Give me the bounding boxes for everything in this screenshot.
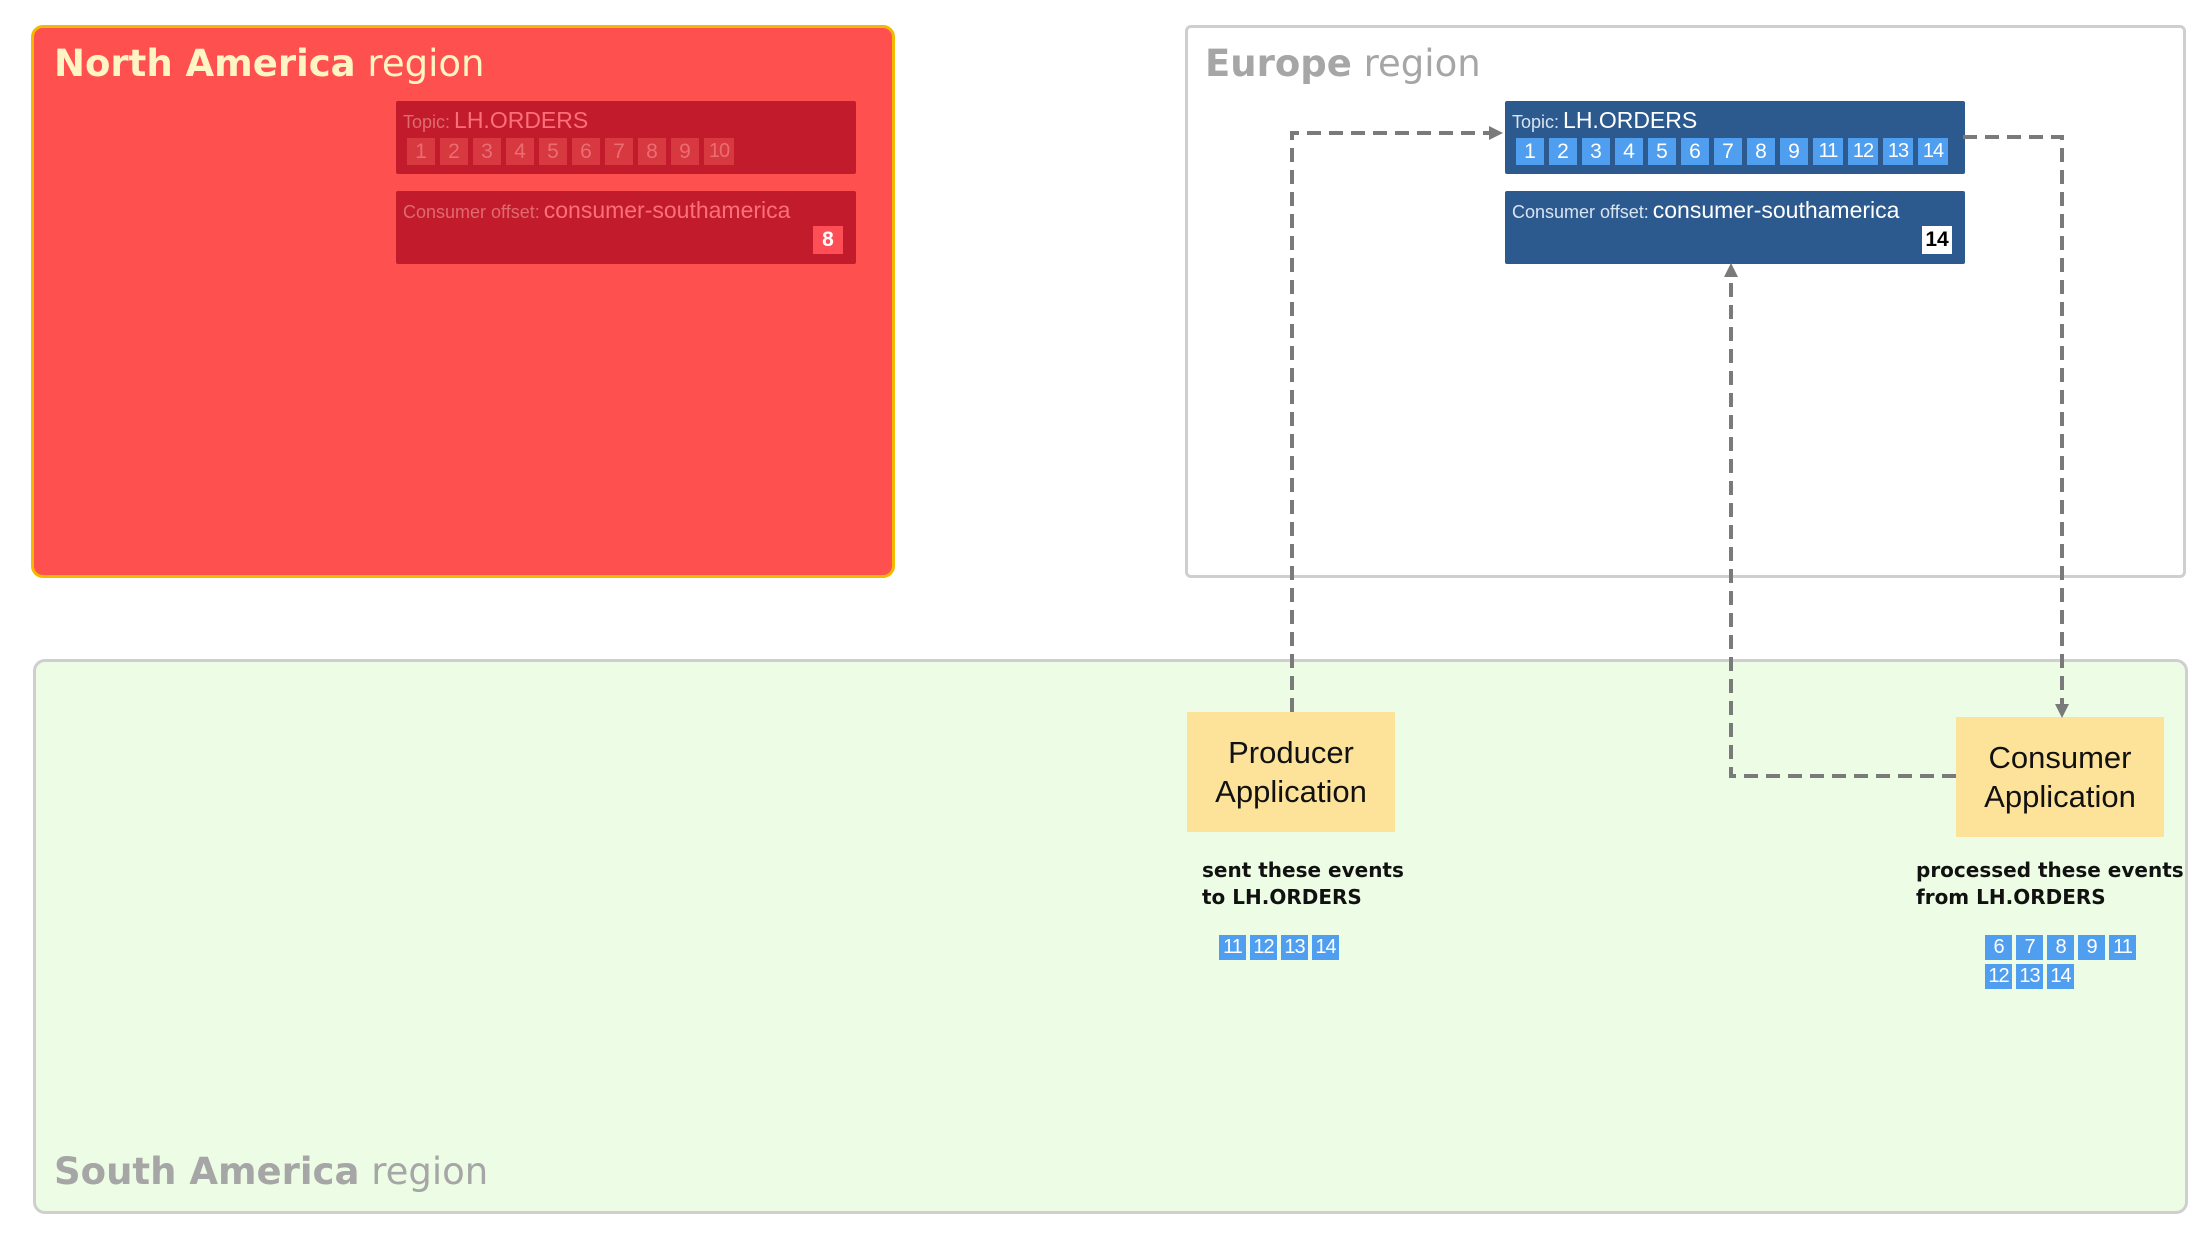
event-cell: 3 [473,138,501,165]
event-cell: 7 [2016,935,2043,960]
europe-region-title: Europe region [1205,42,1481,85]
event-cell: 6 [572,138,600,165]
event-cell: 11 [1813,138,1843,165]
arrowhead-right [1489,126,1503,140]
topic-label: Topic: [1512,112,1560,132]
consumer-offset-label: Consumer offset: [1512,202,1649,222]
consumer-offset-value: 14 [1922,226,1952,254]
topic-label: Topic: [403,112,451,132]
event-cell: 12 [1985,964,2012,989]
producer-caption-line1: sent these events [1202,858,1404,882]
event-cell: 9 [1780,138,1808,165]
event-cell: 11 [2109,935,2136,960]
arrowhead-up [1724,263,1738,277]
event-cell: 8 [638,138,666,165]
consumer-caption: processed these events from LH.ORDERS [1916,857,2184,911]
na-consumer-offset-box: Consumer offset:consumer-southamerica 8 [396,191,856,264]
event-cell: 3 [1582,138,1610,165]
event-cell: 9 [671,138,699,165]
event-cell: 5 [539,138,567,165]
consumer-to-offset-arrow [1729,272,1956,778]
event-cell: 11 [1219,935,1246,960]
event-cell: 5 [1648,138,1676,165]
event-cell: 1 [407,138,435,165]
producer-application: Producer Application [1187,712,1395,832]
event-cell: 10 [704,138,734,165]
event-cell: 14 [2047,964,2074,989]
region-name: North America [54,42,356,85]
event-cell: 6 [1985,935,2012,960]
consumer-label-line2: Application [1984,779,2136,814]
north-america-region-title: North America region [54,42,484,85]
event-cell: 13 [2016,964,2043,989]
event-cell: 13 [1883,138,1913,165]
region-name: South America [54,1150,360,1193]
consumer-label-line1: Consumer [1988,740,2132,775]
consumer-offset-label: Consumer offset: [403,202,540,222]
consumer-group-name: consumer-southamerica [1652,197,1900,223]
producer-label-line1: Producer [1228,735,1354,770]
region-word: region [1363,42,1481,85]
event-cell: 8 [1747,138,1775,165]
event-cell: 12 [1250,935,1277,960]
event-cell: 14 [1312,935,1339,960]
event-cell: 4 [1615,138,1643,165]
event-cell: 9 [2078,935,2105,960]
region-word: region [367,42,485,85]
consumer-group-name: consumer-southamerica [543,197,791,223]
south-america-region-title: South America region [54,1150,488,1193]
event-cell: 2 [1549,138,1577,165]
consumer-caption-line2: from LH.ORDERS [1916,885,2106,909]
event-cell: 7 [1714,138,1742,165]
event-cell: 2 [440,138,468,165]
event-cell: 1 [1516,138,1544,165]
event-cell: 6 [1681,138,1709,165]
topic-name: LH.ORDERS [1563,107,1698,133]
event-cell: 8 [2047,935,2074,960]
arrowhead-down [2055,704,2069,718]
producer-to-topic-arrow [1290,131,1493,712]
event-cell: 4 [506,138,534,165]
producer-label-line2: Application [1215,774,1367,809]
region-word: region [371,1150,489,1193]
producer-caption: sent these events to LH.ORDERS [1202,857,1404,911]
consumer-application: Consumer Application [1956,717,2164,837]
consumer-offset-value: 8 [813,226,843,254]
producer-caption-line2: to LH.ORDERS [1202,885,1362,909]
consumer-caption-line1: processed these events [1916,858,2184,882]
eu-consumer-offset-box: Consumer offset:consumer-southamerica 14 [1505,191,1965,264]
region-name: Europe [1205,42,1352,85]
south-america-region: South America region [33,659,2188,1214]
topic-name: LH.ORDERS [454,107,589,133]
event-cell: 14 [1918,138,1948,165]
event-cell: 7 [605,138,633,165]
event-cell: 12 [1848,138,1878,165]
event-cell: 13 [1281,935,1308,960]
topic-to-consumer-arrow [1963,135,2064,708]
